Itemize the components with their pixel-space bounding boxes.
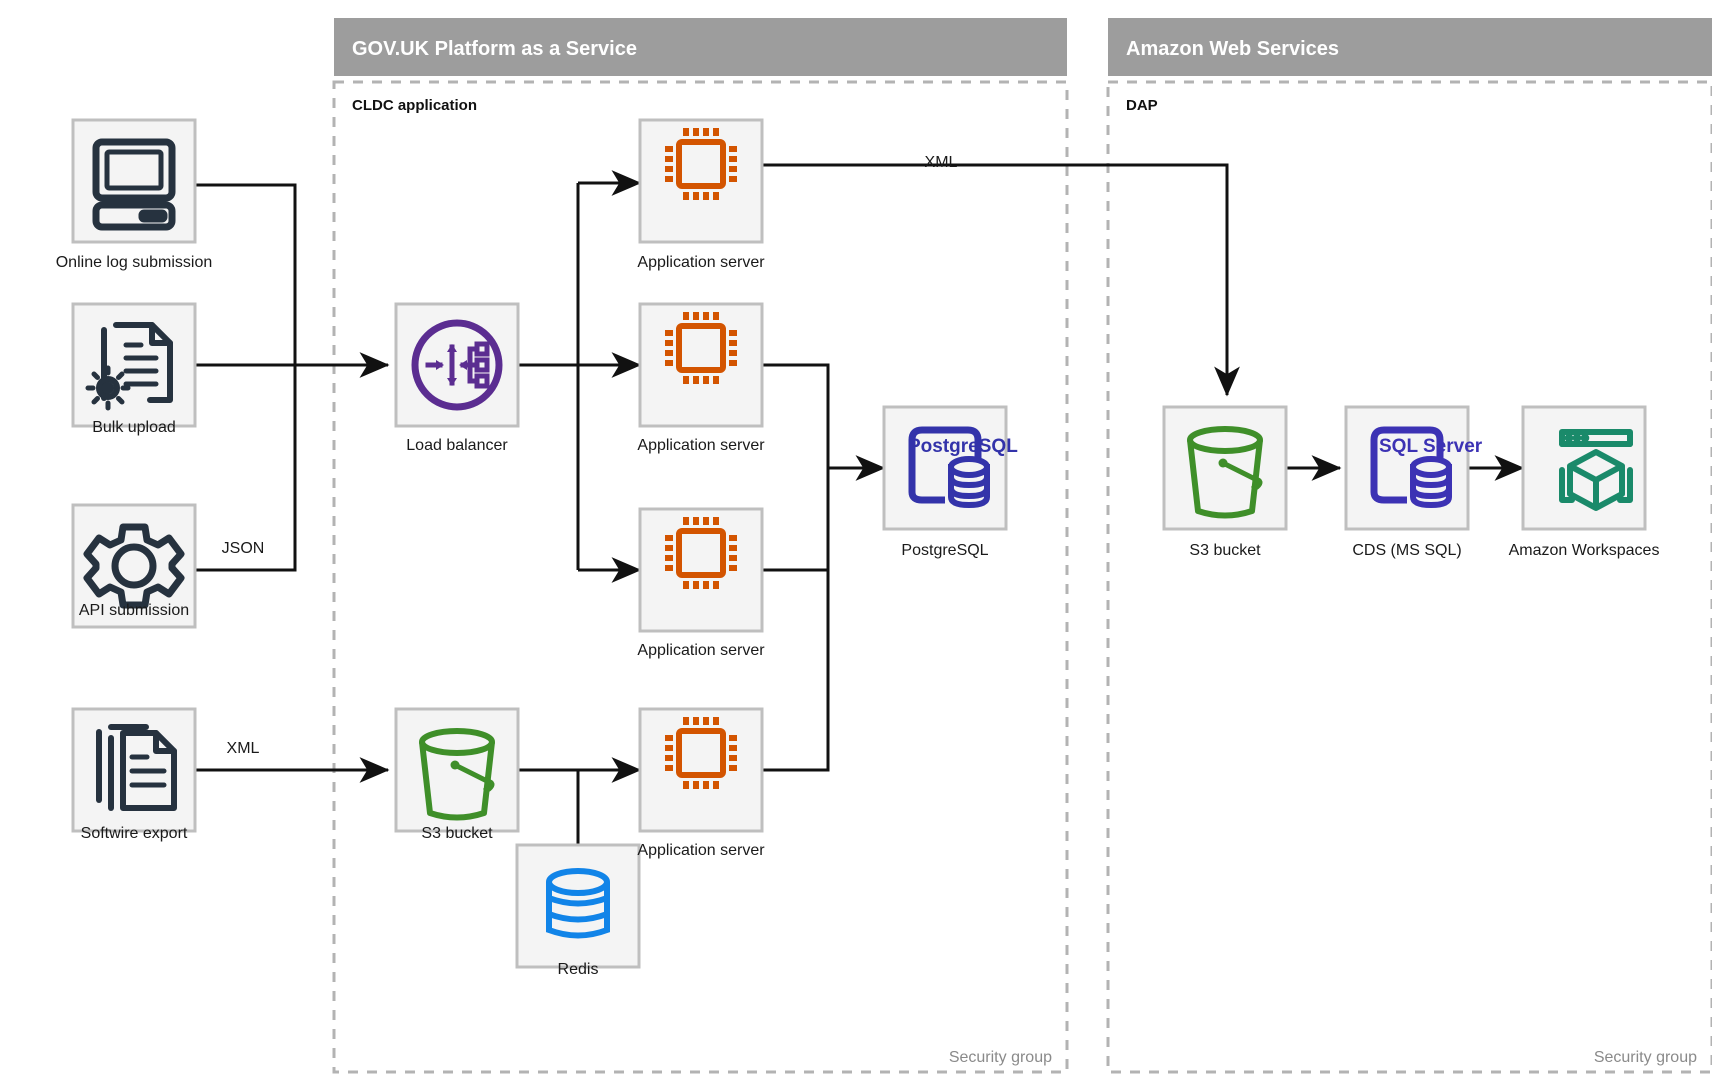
node-label-api-submission: API submission: [79, 602, 189, 619]
node-label-application-server-4: Application server: [637, 842, 765, 859]
zone-title-aws: Amazon Web Services: [1126, 38, 1339, 60]
cpu-chip-icon: [665, 312, 737, 384]
security-group-box-aws: [1106, 80, 1712, 1074]
flow-app1-xml-to-s3-aws: [762, 163, 1240, 397]
node-label-application-server-3: Application server: [637, 642, 765, 659]
edge-label-xml-softwire: XML: [227, 740, 260, 757]
node-label-amazon-workspaces: Amazon Workspaces: [1509, 542, 1660, 559]
node-s3-bucket-aws[interactable]: S3 bucket: [1162, 405, 1288, 559]
node-application-server-1[interactable]: Application server: [637, 118, 765, 271]
node-cds-ms-sql[interactable]: SQL Server CDS (MS SQL): [1344, 405, 1483, 559]
node-s3-bucket-paas[interactable]: S3 bucket: [394, 707, 520, 842]
node-label-s3-bucket-paas: S3 bucket: [421, 825, 493, 842]
postgresql-badge-text: PostgreSQL: [908, 436, 1018, 457]
postgresql-icon: PostgreSQL: [908, 426, 1018, 509]
node-label-bulk-upload: Bulk upload: [92, 419, 176, 436]
node-label-application-server-2: Application server: [637, 437, 765, 454]
flow-app2-to-pg-bus: [762, 363, 830, 468]
group-title-dap: DAP: [1126, 97, 1158, 114]
group-title-cldc: CLDC application: [352, 97, 477, 114]
node-label-redis: Redis: [558, 961, 599, 978]
node-application-server-4[interactable]: Application server: [637, 707, 765, 859]
node-label-online-log: Online log submission: [56, 254, 213, 271]
edge-label-xml-to-aws: XML: [925, 154, 958, 171]
s3-bucket-icon: [419, 728, 495, 821]
node-redis[interactable]: Redis: [515, 843, 641, 978]
flow-api-submission-to-bus: [195, 365, 297, 572]
node-application-server-3[interactable]: Application server: [637, 507, 765, 659]
edge-label-json: JSON: [222, 540, 265, 557]
node-postgresql[interactable]: PostgreSQL PostgreSQL: [882, 405, 1018, 559]
node-label-softwire-export: Softwire export: [81, 825, 188, 842]
flow-online-log-to-bus: [195, 183, 297, 365]
cpu-chip-icon: [665, 717, 737, 789]
node-amazon-workspaces[interactable]: Amazon Workspaces: [1509, 405, 1660, 559]
node-label-application-server-1: Application server: [637, 254, 765, 271]
sql-server-icon: SQL Server: [1370, 426, 1483, 509]
zone-title-paas: GOV.UK Platform as a Service: [352, 38, 637, 60]
sql-server-badge-text: SQL Server: [1379, 436, 1483, 457]
s3-bucket-icon: [1187, 426, 1263, 519]
security-group-box-paas: [332, 80, 1069, 1074]
security-group-label-paas: Security group: [949, 1049, 1052, 1066]
node-label-s3-bucket-aws: S3 bucket: [1189, 542, 1261, 559]
node-label-load-balancer: Load balancer: [406, 437, 508, 454]
flow-app4-to-pg-bus: [762, 468, 830, 772]
database-cylinder-icon: [546, 868, 610, 939]
node-api-submission[interactable]: API submission: [71, 503, 197, 629]
node-bulk-upload[interactable]: Bulk upload: [71, 302, 197, 436]
security-group-label-aws: Security group: [1594, 1049, 1697, 1066]
desktop-computer-icon: [92, 138, 176, 231]
node-load-balancer[interactable]: Load balancer: [394, 302, 520, 454]
node-label-cds-ms-sql: CDS (MS SQL): [1352, 542, 1461, 559]
cpu-chip-icon: [665, 517, 737, 589]
amazon-workspaces-icon: [1559, 429, 1633, 511]
load-balancer-icon: [411, 319, 503, 411]
document-gear-icon: [85, 322, 173, 411]
cpu-chip-icon: [665, 128, 737, 200]
node-label-postgresql: PostgreSQL: [901, 542, 988, 559]
node-online-log-submission[interactable]: Online log submission: [56, 118, 213, 271]
gear-icon: [83, 523, 185, 609]
node-application-server-2[interactable]: Application server: [637, 302, 765, 454]
zone-header-paas: [334, 18, 1067, 76]
node-softwire-export[interactable]: Softwire export: [71, 707, 197, 842]
documents-stack-icon: [96, 724, 177, 811]
zone-header-aws: [1108, 18, 1712, 76]
flow-app3-to-pg-bus: [762, 468, 830, 572]
